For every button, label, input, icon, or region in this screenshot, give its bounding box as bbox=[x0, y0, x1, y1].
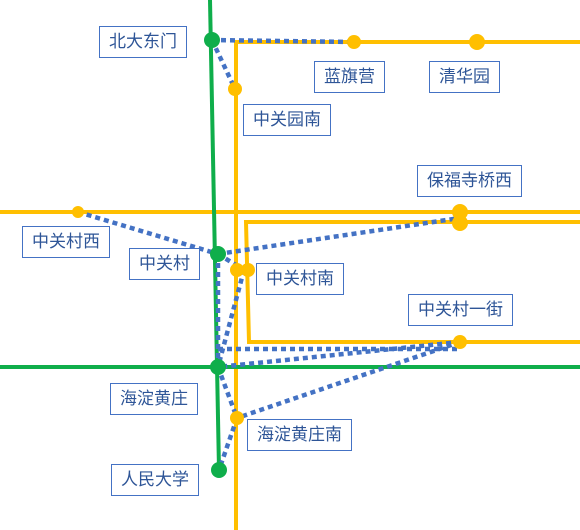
station-dot-renmin-daxue[interactable] bbox=[211, 462, 227, 478]
station-label-lanqiying[interactable]: 蓝旗营 bbox=[314, 61, 385, 93]
station-dot-haidian-huangzhuang[interactable] bbox=[210, 359, 226, 375]
station-label-haidian-huangzhuang[interactable]: 海淀黄庄 bbox=[110, 383, 198, 415]
transfer-path bbox=[217, 215, 461, 257]
station-dot-baofusi-qiaoxi-b[interactable] bbox=[452, 215, 468, 231]
station-label-renmin-daxue[interactable]: 人民大学 bbox=[111, 464, 199, 496]
station-dot-zhongguanyuan-nan[interactable] bbox=[228, 82, 242, 96]
transfer-path bbox=[215, 269, 247, 368]
transfer-connections bbox=[77, 37, 461, 471]
station-dot-beida-dongmen[interactable] bbox=[204, 32, 220, 48]
station-label-haidian-huangzhuang-nan[interactable]: 海淀黄庄南 bbox=[247, 419, 352, 451]
transfer-path bbox=[77, 209, 219, 257]
station-dot-zhongguancun-nan-b[interactable] bbox=[241, 263, 255, 277]
transfer-path bbox=[211, 37, 355, 45]
station-dot-qinghuayuan[interactable] bbox=[469, 34, 485, 50]
yellow-line-loop bbox=[243, 220, 580, 344]
station-dot-haidian-huangzhuang-nan[interactable] bbox=[230, 411, 244, 425]
transfer-path bbox=[217, 339, 461, 370]
transfer-path bbox=[216, 417, 240, 471]
green-line-vertical bbox=[208, 0, 221, 471]
station-dot-zhongguancun[interactable] bbox=[210, 246, 226, 262]
station-label-zhongguancun[interactable]: 中关村 bbox=[129, 248, 200, 280]
station-label-zhongguancun-xi[interactable]: 中关村西 bbox=[22, 226, 110, 258]
station-dot-baofusi-qiaoxi-a[interactable] bbox=[452, 204, 468, 220]
station-label-zhongguancun-yijie[interactable]: 中关村一街 bbox=[408, 294, 513, 326]
station-dot-zhongguancun-yijie[interactable] bbox=[453, 335, 467, 349]
station-label-beida-dongmen[interactable]: 北大东门 bbox=[99, 26, 187, 58]
station-label-baofusi-qiaoxi[interactable]: 保福寺桥西 bbox=[417, 165, 522, 197]
station-label-qinghuayuan[interactable]: 清华园 bbox=[429, 61, 500, 93]
transfer-path bbox=[215, 366, 240, 419]
station-label-zhongguancun-nan[interactable]: 中关村南 bbox=[256, 263, 344, 295]
station-dot-lanqiying[interactable] bbox=[347, 35, 361, 49]
station-dot-zhongguancun-nan-a[interactable] bbox=[230, 263, 244, 277]
transfer-path bbox=[236, 339, 461, 421]
transfer-path bbox=[209, 39, 238, 90]
station-dot-zhongguancun-xi[interactable] bbox=[72, 206, 84, 218]
station-label-zhongguanyuan-nan[interactable]: 中关园南 bbox=[243, 104, 331, 136]
